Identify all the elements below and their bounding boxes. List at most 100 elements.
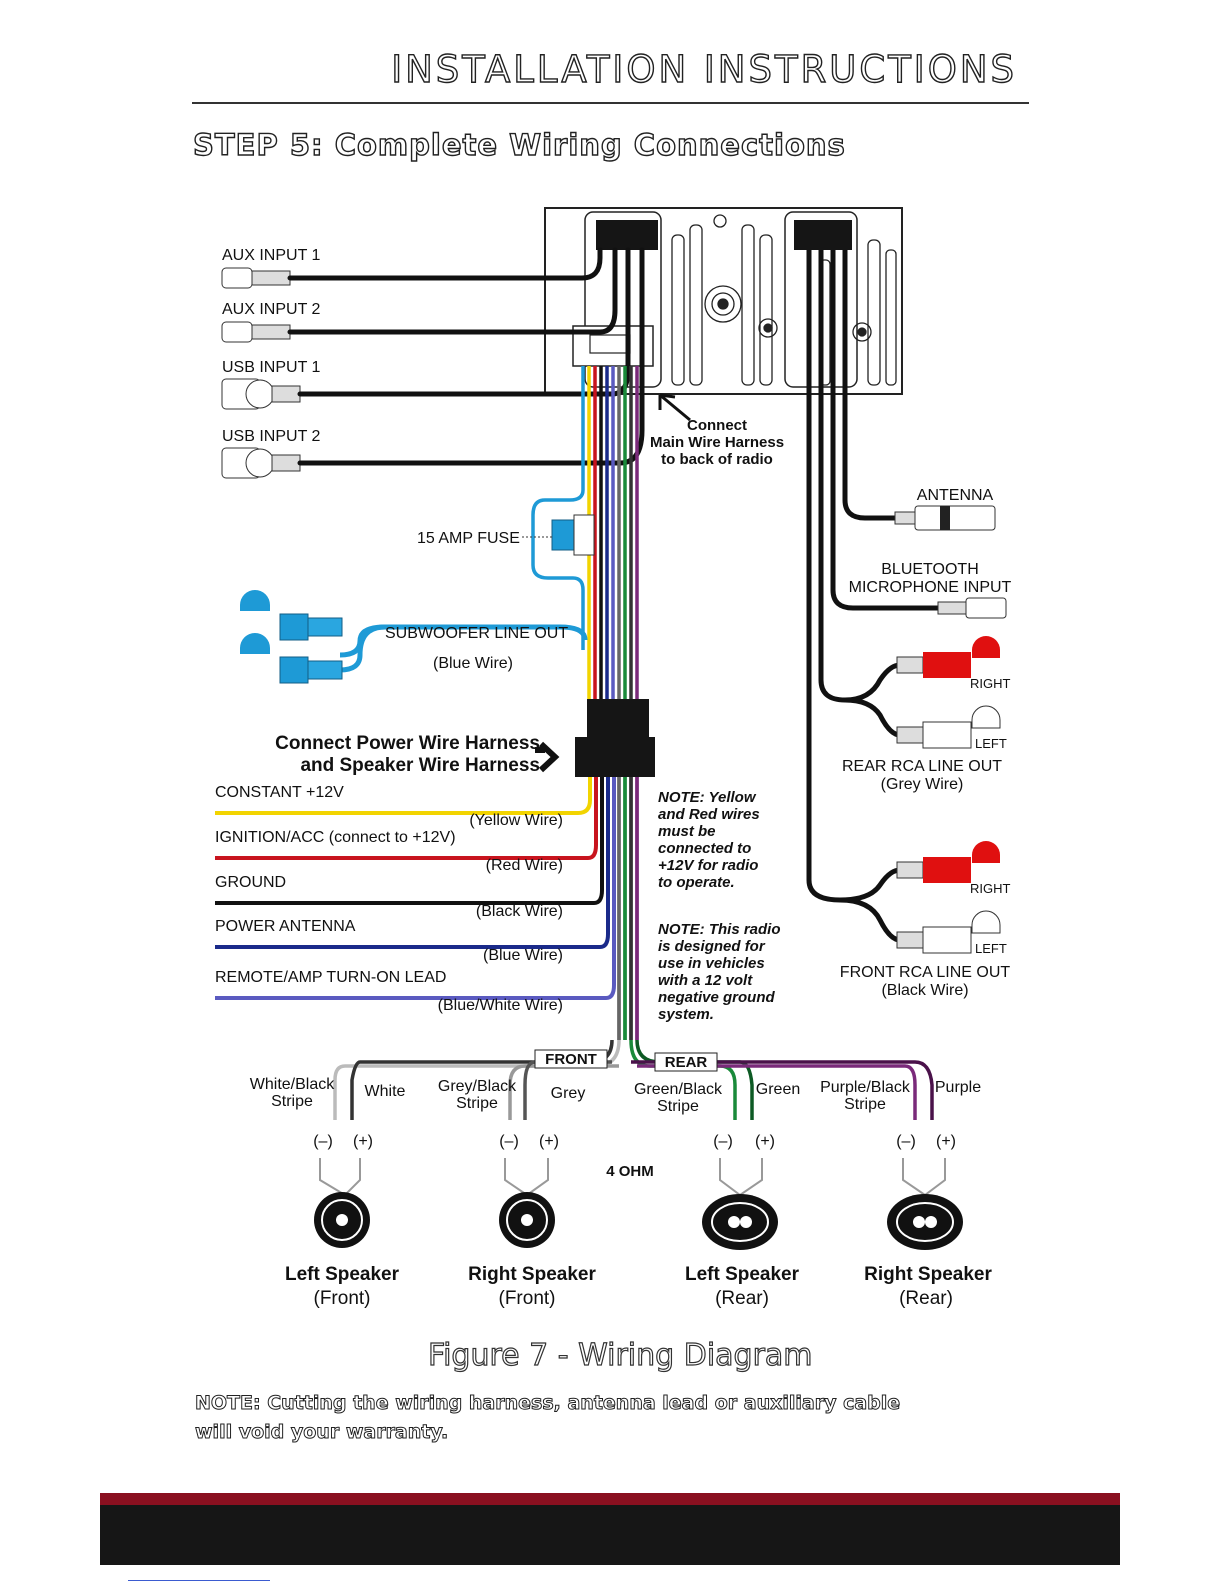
constant-12v-label: CONSTANT +12V bbox=[215, 784, 344, 801]
connect-arrow bbox=[658, 393, 691, 422]
note-line: to operate. bbox=[658, 874, 735, 891]
ignition-label: IGNITION/ACC (connect to +12V) bbox=[215, 829, 456, 846]
front-rca-wire-label: (Black Wire) bbox=[881, 982, 968, 999]
aux-input-2-jack bbox=[221, 321, 291, 343]
connect-main-line1: Connect bbox=[687, 417, 747, 434]
note-line: use in vehicles bbox=[658, 955, 765, 972]
polarity-neg: (–) bbox=[896, 1133, 916, 1150]
front-label-box bbox=[534, 1049, 608, 1069]
polarity-neg: (–) bbox=[313, 1133, 333, 1150]
polarity-pos: (+) bbox=[353, 1133, 373, 1150]
radio-chassis bbox=[544, 207, 903, 395]
rear-label: REAR bbox=[665, 1054, 708, 1071]
connect-main-line3: to back of radio bbox=[661, 451, 773, 468]
subwoofer-rca-plugs bbox=[240, 590, 588, 684]
wire-label: Stripe bbox=[271, 1093, 313, 1110]
front-right-label: RIGHT bbox=[970, 881, 1011, 896]
note-yellow-red: NOTE: Yellow and Red wires must be conne… bbox=[658, 789, 760, 891]
footer-bar bbox=[100, 1493, 1120, 1565]
speaker-left-rear bbox=[702, 1158, 778, 1250]
speaker-name: Right Speaker bbox=[864, 1264, 992, 1285]
note-line: +12V for radio bbox=[658, 857, 758, 874]
front-left-label: LEFT bbox=[975, 941, 1007, 956]
wire-label: White/Black bbox=[250, 1076, 335, 1093]
usb-input-2-plug bbox=[221, 447, 301, 479]
fuse-holder bbox=[522, 514, 595, 556]
note-line: is designed for bbox=[658, 938, 766, 955]
speaker-name: Right Speaker bbox=[468, 1264, 596, 1285]
step-title: STEP 5: Complete Wiring Connections bbox=[192, 127, 846, 162]
antenna-connector bbox=[894, 505, 996, 531]
power-wires bbox=[215, 777, 616, 1000]
speaker-position: (Front) bbox=[499, 1288, 556, 1309]
front-label: FRONT bbox=[545, 1051, 597, 1068]
warranty-note-line2: will void your warranty. bbox=[194, 1421, 449, 1444]
note-line: must be bbox=[658, 823, 716, 840]
aux-input-1-label: AUX INPUT 1 bbox=[222, 247, 321, 264]
yellow-wire-label: (Yellow Wire) bbox=[469, 812, 563, 829]
connect-main-line2: Main Wire Harness bbox=[650, 434, 784, 451]
wire-label: Stripe bbox=[456, 1095, 498, 1112]
antenna-label: ANTENNA bbox=[917, 487, 994, 504]
connect-power-line1: Connect Power Wire Harness bbox=[275, 733, 540, 754]
note-line: with a 12 volt bbox=[658, 972, 753, 989]
note-line: NOTE: Yellow bbox=[658, 789, 757, 806]
speaker-name: Left Speaker bbox=[685, 1264, 800, 1285]
note-line: and Red wires bbox=[658, 806, 760, 823]
impedance-label: 4 OHM bbox=[606, 1163, 654, 1180]
red-wire-label: (Red Wire) bbox=[486, 857, 563, 874]
power-antenna-label: POWER ANTENNA bbox=[215, 918, 356, 935]
ground-label: GROUND bbox=[215, 874, 286, 891]
front-rca-label: FRONT RCA LINE OUT bbox=[840, 964, 1011, 981]
speaker-right-front bbox=[499, 1158, 555, 1248]
wire-label: White bbox=[365, 1083, 406, 1100]
page-header-title: INSTALLATION INSTRUCTIONS bbox=[390, 47, 1017, 91]
note-ground: NOTE: This radio is designed for use in … bbox=[658, 921, 781, 1023]
speaker-position: (Front) bbox=[314, 1288, 371, 1309]
right-cables bbox=[806, 250, 938, 943]
wire-label: Purple/Black bbox=[820, 1079, 911, 1096]
note-line: connected to bbox=[658, 840, 751, 857]
polarity-neg: (–) bbox=[499, 1133, 519, 1150]
bluetooth-mic-jack bbox=[937, 597, 1007, 619]
bluetooth-label-1: BLUETOOTH bbox=[881, 561, 979, 578]
blue-white-wire-label: (Blue/White Wire) bbox=[438, 997, 563, 1014]
polarity-pos: (+) bbox=[539, 1133, 559, 1150]
speaker-position: (Rear) bbox=[715, 1288, 769, 1309]
black-wire-label: (Black Wire) bbox=[476, 903, 563, 920]
aux-input-2-label: AUX INPUT 2 bbox=[222, 301, 321, 318]
aux-input-1-jack bbox=[221, 267, 291, 289]
fuse-label: 15 AMP FUSE bbox=[417, 530, 520, 547]
power-harness-connector bbox=[535, 699, 655, 777]
wire-label: Purple bbox=[935, 1079, 981, 1096]
bluetooth-label-2: MICROPHONE INPUT bbox=[849, 579, 1012, 596]
usb-input-1-plug bbox=[221, 378, 301, 410]
subwoofer-label: SUBWOOFER LINE OUT bbox=[385, 625, 568, 642]
speaker-position: (Rear) bbox=[899, 1288, 953, 1309]
footer-link-underline bbox=[128, 1580, 270, 1581]
speaker-right-rear bbox=[887, 1158, 963, 1250]
rear-right-label: RIGHT bbox=[970, 676, 1011, 691]
wire-label: Grey/Black bbox=[438, 1078, 517, 1095]
rear-left-label: LEFT bbox=[975, 736, 1007, 751]
wire-label: Stripe bbox=[844, 1096, 886, 1113]
wire-label: Grey bbox=[551, 1085, 586, 1102]
usb-input-1-label: USB INPUT 1 bbox=[222, 359, 321, 376]
remote-lead-label: REMOTE/AMP TURN-ON LEAD bbox=[215, 969, 446, 986]
subwoofer-wire-label: (Blue Wire) bbox=[433, 655, 513, 672]
note-line: system. bbox=[658, 1006, 714, 1023]
note-line: negative ground bbox=[658, 989, 776, 1006]
wire-label: Stripe bbox=[657, 1098, 699, 1115]
figure-caption: Figure 7 - Wiring Diagram bbox=[427, 1337, 813, 1373]
connect-power-line2: and Speaker Wire Harness bbox=[300, 755, 540, 776]
wire-label: Green/Black bbox=[634, 1081, 723, 1098]
front-rca-plugs bbox=[896, 841, 1001, 954]
rear-rca-plugs bbox=[896, 636, 1001, 749]
header-rule bbox=[192, 102, 1029, 104]
polarity-pos: (+) bbox=[755, 1133, 775, 1150]
blue-wire-label: (Blue Wire) bbox=[483, 947, 563, 964]
rear-rca-wire-label: (Grey Wire) bbox=[881, 776, 964, 793]
polarity-pos: (+) bbox=[936, 1133, 956, 1150]
polarity-neg: (–) bbox=[713, 1133, 733, 1150]
